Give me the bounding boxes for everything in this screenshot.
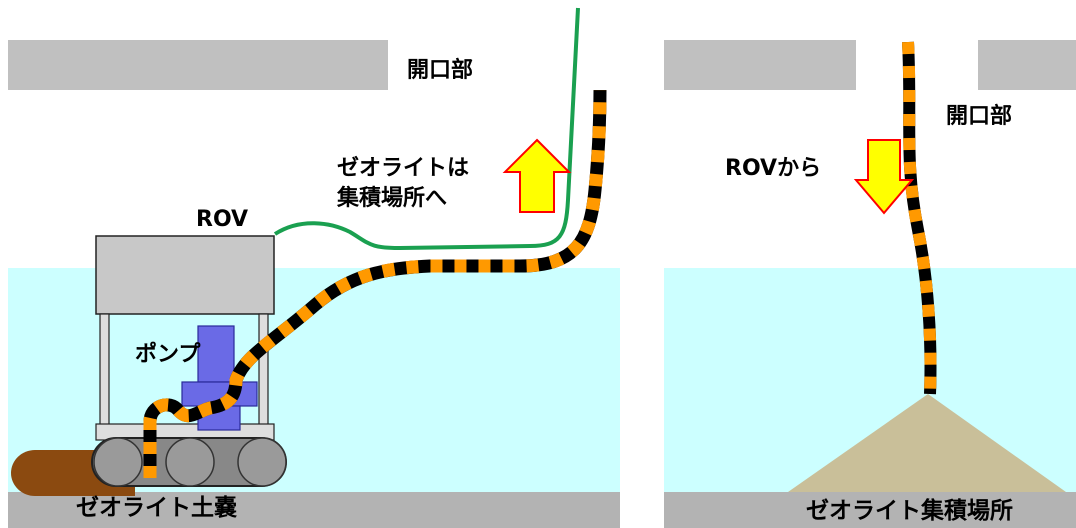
zeolite-bag-label: ゼオライト土嚢 (76, 495, 237, 521)
pump-label: ポンプ (135, 342, 201, 367)
rov-leg (258, 313, 269, 433)
right-opening-label: 開口部 (946, 104, 1013, 129)
up-arrow-icon (502, 138, 572, 213)
rov-body (95, 235, 275, 315)
discharge-hose (902, 41, 937, 395)
left-opening-slab (8, 40, 388, 90)
zeolite-pile-label: ゼオライト集積場所 (806, 498, 1013, 524)
rov (95, 235, 275, 441)
right-floor (664, 492, 1076, 528)
transfer-label-line2: 集積場所へ (337, 186, 448, 211)
right-opening-slab-left (664, 40, 856, 90)
rov-leg (99, 313, 110, 433)
down-arrow-icon (853, 139, 915, 215)
umbilical-cable (273, 7, 580, 251)
transfer-label-line1: ゼオライトは (337, 156, 470, 181)
right-opening-slab-right (978, 40, 1076, 90)
left-opening-label: 開口部 (407, 58, 474, 83)
from-rov-label: ROVから (725, 156, 822, 181)
transfer-hose (143, 89, 607, 478)
crawler-track (91, 437, 287, 487)
zeolite-pile (788, 394, 1066, 492)
rov-label: ROV (196, 207, 249, 232)
left-floor (8, 492, 620, 528)
